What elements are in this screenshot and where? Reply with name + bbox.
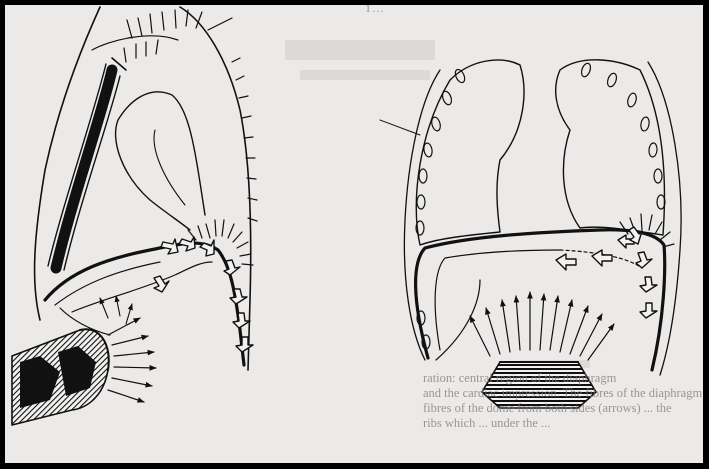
left-hollow-arrows [154, 237, 253, 352]
document-page: 1… [5, 5, 703, 463]
left-probe [12, 329, 109, 425]
right-panel [380, 60, 681, 408]
caption-line: fibres of the dome from both sides (arro… [423, 401, 703, 416]
caption-line: and the cardiac impression. The fibres o… [423, 386, 703, 401]
background-texture [285, 40, 590, 368]
caption-line: ribs which ... under the ... [423, 416, 703, 431]
heart-outline [116, 92, 205, 230]
caption-line: ration: central region of the diaphragm [423, 371, 703, 386]
rib-ovals [416, 62, 665, 349]
figure-caption: ration: central region of the diaphragm … [423, 371, 703, 431]
left-probe-rays [108, 318, 156, 402]
left-panel [12, 7, 257, 425]
right-probe-rays [470, 292, 614, 360]
